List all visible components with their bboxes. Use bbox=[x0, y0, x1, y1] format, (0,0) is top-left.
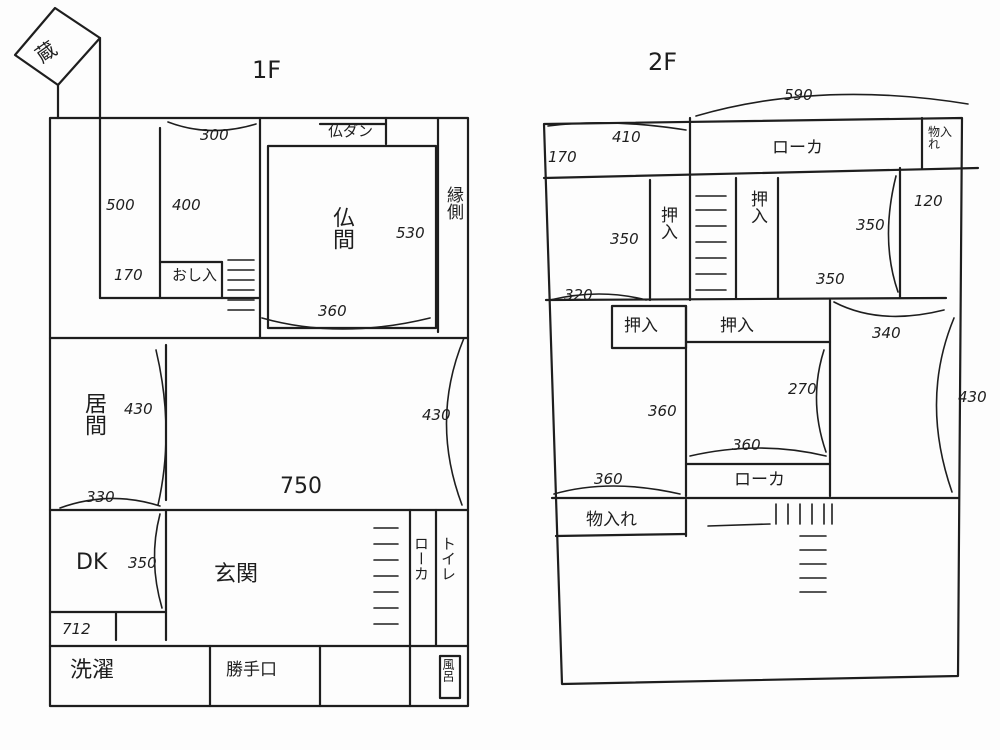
dimension-arc bbox=[547, 122, 687, 131]
dimension-arc bbox=[887, 175, 899, 293]
wall bbox=[554, 532, 688, 538]
katteguchi-label: 勝手口 bbox=[226, 660, 277, 680]
dimension-arc bbox=[59, 497, 161, 509]
floor1-lines bbox=[13, 6, 470, 708]
dimension-arc bbox=[549, 293, 647, 301]
roka-mid-label: ローカ bbox=[734, 470, 785, 490]
monoire-bottom-label: 物入れ bbox=[586, 510, 637, 530]
genkan-steps bbox=[373, 527, 399, 625]
dim-360-c: 360 bbox=[594, 470, 623, 488]
roka-top-label: ローカ bbox=[772, 138, 823, 158]
dimension-arc bbox=[833, 301, 945, 318]
butsuma-room bbox=[266, 144, 438, 330]
dim-170-2f: 170 bbox=[548, 148, 577, 166]
dim-350-a: 350 bbox=[610, 230, 639, 248]
floor2-title: 2F bbox=[648, 48, 678, 76]
roka-label: ローカ bbox=[412, 536, 430, 581]
floor1-title: 1F bbox=[252, 56, 282, 84]
dim-360-b: 360 bbox=[732, 436, 761, 454]
toilet-label: トイレ bbox=[439, 536, 457, 581]
dim-360-a: 360 bbox=[648, 402, 677, 420]
oshiire-b-label: 押入 bbox=[747, 190, 767, 224]
dim-430-left: 430 bbox=[124, 400, 153, 418]
monoire-top-label: 物入れ bbox=[928, 125, 953, 151]
dimension-arc bbox=[167, 121, 257, 132]
dim-270: 270 bbox=[788, 380, 817, 398]
butsuma-label: 仏間 bbox=[329, 206, 354, 250]
dimension-arc bbox=[815, 349, 827, 453]
dim-170: 170 bbox=[114, 266, 143, 284]
dim-120: 120 bbox=[914, 192, 943, 210]
dim-712: 712 bbox=[62, 620, 91, 638]
dim-750: 750 bbox=[280, 474, 322, 499]
dim-430-2f: 430 bbox=[958, 388, 987, 406]
dim-350-c: 350 bbox=[816, 270, 845, 288]
dimension-arc bbox=[261, 317, 431, 330]
dim-410: 410 bbox=[612, 128, 641, 146]
oshiire-d-label: 押入 bbox=[720, 316, 754, 336]
dimension-arc bbox=[935, 317, 955, 493]
dim-360: 360 bbox=[318, 302, 347, 320]
dimension-arc bbox=[155, 349, 167, 506]
dimension-arc bbox=[689, 447, 827, 457]
dim-350-b: 350 bbox=[856, 216, 885, 234]
furo-box bbox=[438, 654, 462, 700]
dim-340: 340 bbox=[872, 324, 901, 342]
dk-label: DK bbox=[76, 550, 108, 575]
dim-320: 320 bbox=[564, 286, 593, 304]
engawa-label: 縁側 bbox=[443, 186, 463, 220]
ima-label: 居間 bbox=[81, 392, 106, 436]
storehouse-outline bbox=[13, 6, 102, 87]
dim-350: 350 bbox=[128, 554, 157, 572]
dim-400: 400 bbox=[172, 196, 201, 214]
floor1-stairs bbox=[227, 259, 255, 311]
furo-label: 風呂 bbox=[441, 658, 455, 682]
wall bbox=[542, 166, 980, 180]
butsudan-label: 仏ダン bbox=[328, 122, 374, 140]
floor2-lines bbox=[542, 93, 980, 686]
floor2-stairs bbox=[695, 195, 727, 291]
dim-530: 530 bbox=[396, 224, 425, 242]
dim-590: 590 bbox=[784, 86, 813, 104]
dimension-arc bbox=[445, 337, 465, 506]
wall bbox=[544, 296, 948, 302]
lower-stairs bbox=[707, 503, 833, 593]
dimension-arc bbox=[553, 485, 681, 495]
dim-500: 500 bbox=[106, 196, 135, 214]
dim-430-right: 430 bbox=[422, 406, 451, 424]
oshiire-c-label: 押入 bbox=[624, 316, 658, 336]
dimension-arc bbox=[695, 93, 969, 117]
genkan-label: 玄関 bbox=[214, 562, 259, 587]
dim-330: 330 bbox=[86, 488, 115, 506]
oshiire-a-label: 押入 bbox=[657, 206, 677, 240]
oshiire-label: おし入 bbox=[172, 266, 218, 284]
dim-300: 300 bbox=[200, 126, 229, 144]
dimension-arc bbox=[153, 513, 163, 609]
sentaku-label: 洗濯 bbox=[70, 658, 115, 683]
